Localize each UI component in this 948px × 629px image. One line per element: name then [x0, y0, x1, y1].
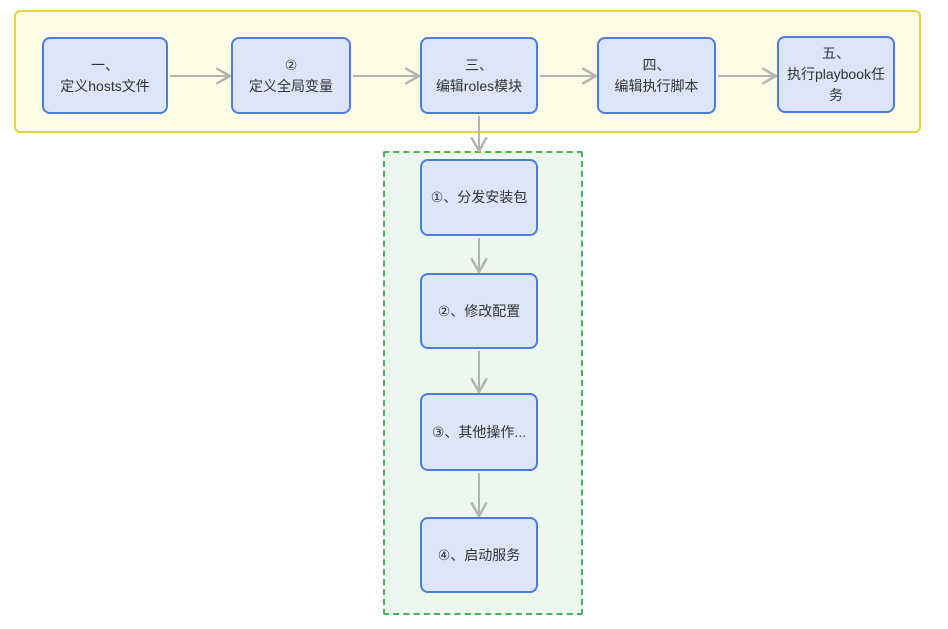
step-edit-exec-script: 四、 编辑执行脚本: [597, 37, 716, 114]
substep-modify-config: ②、修改配置: [420, 273, 538, 349]
step-edit-roles-module: 三、 编辑roles模块: [420, 37, 538, 114]
step-define-hosts-file: 一、 定义hosts文件: [42, 37, 168, 114]
substep-other-operations: ③、其他操作...: [420, 393, 538, 471]
step-define-global-vars: ② 定义全局变量: [231, 37, 351, 114]
substep-start-service: ④、启动服务: [420, 517, 538, 593]
substep-distribute-package: ①、分发安装包: [420, 159, 538, 236]
step-run-playbook-task: 五、 执行playbook任务: [777, 36, 895, 113]
